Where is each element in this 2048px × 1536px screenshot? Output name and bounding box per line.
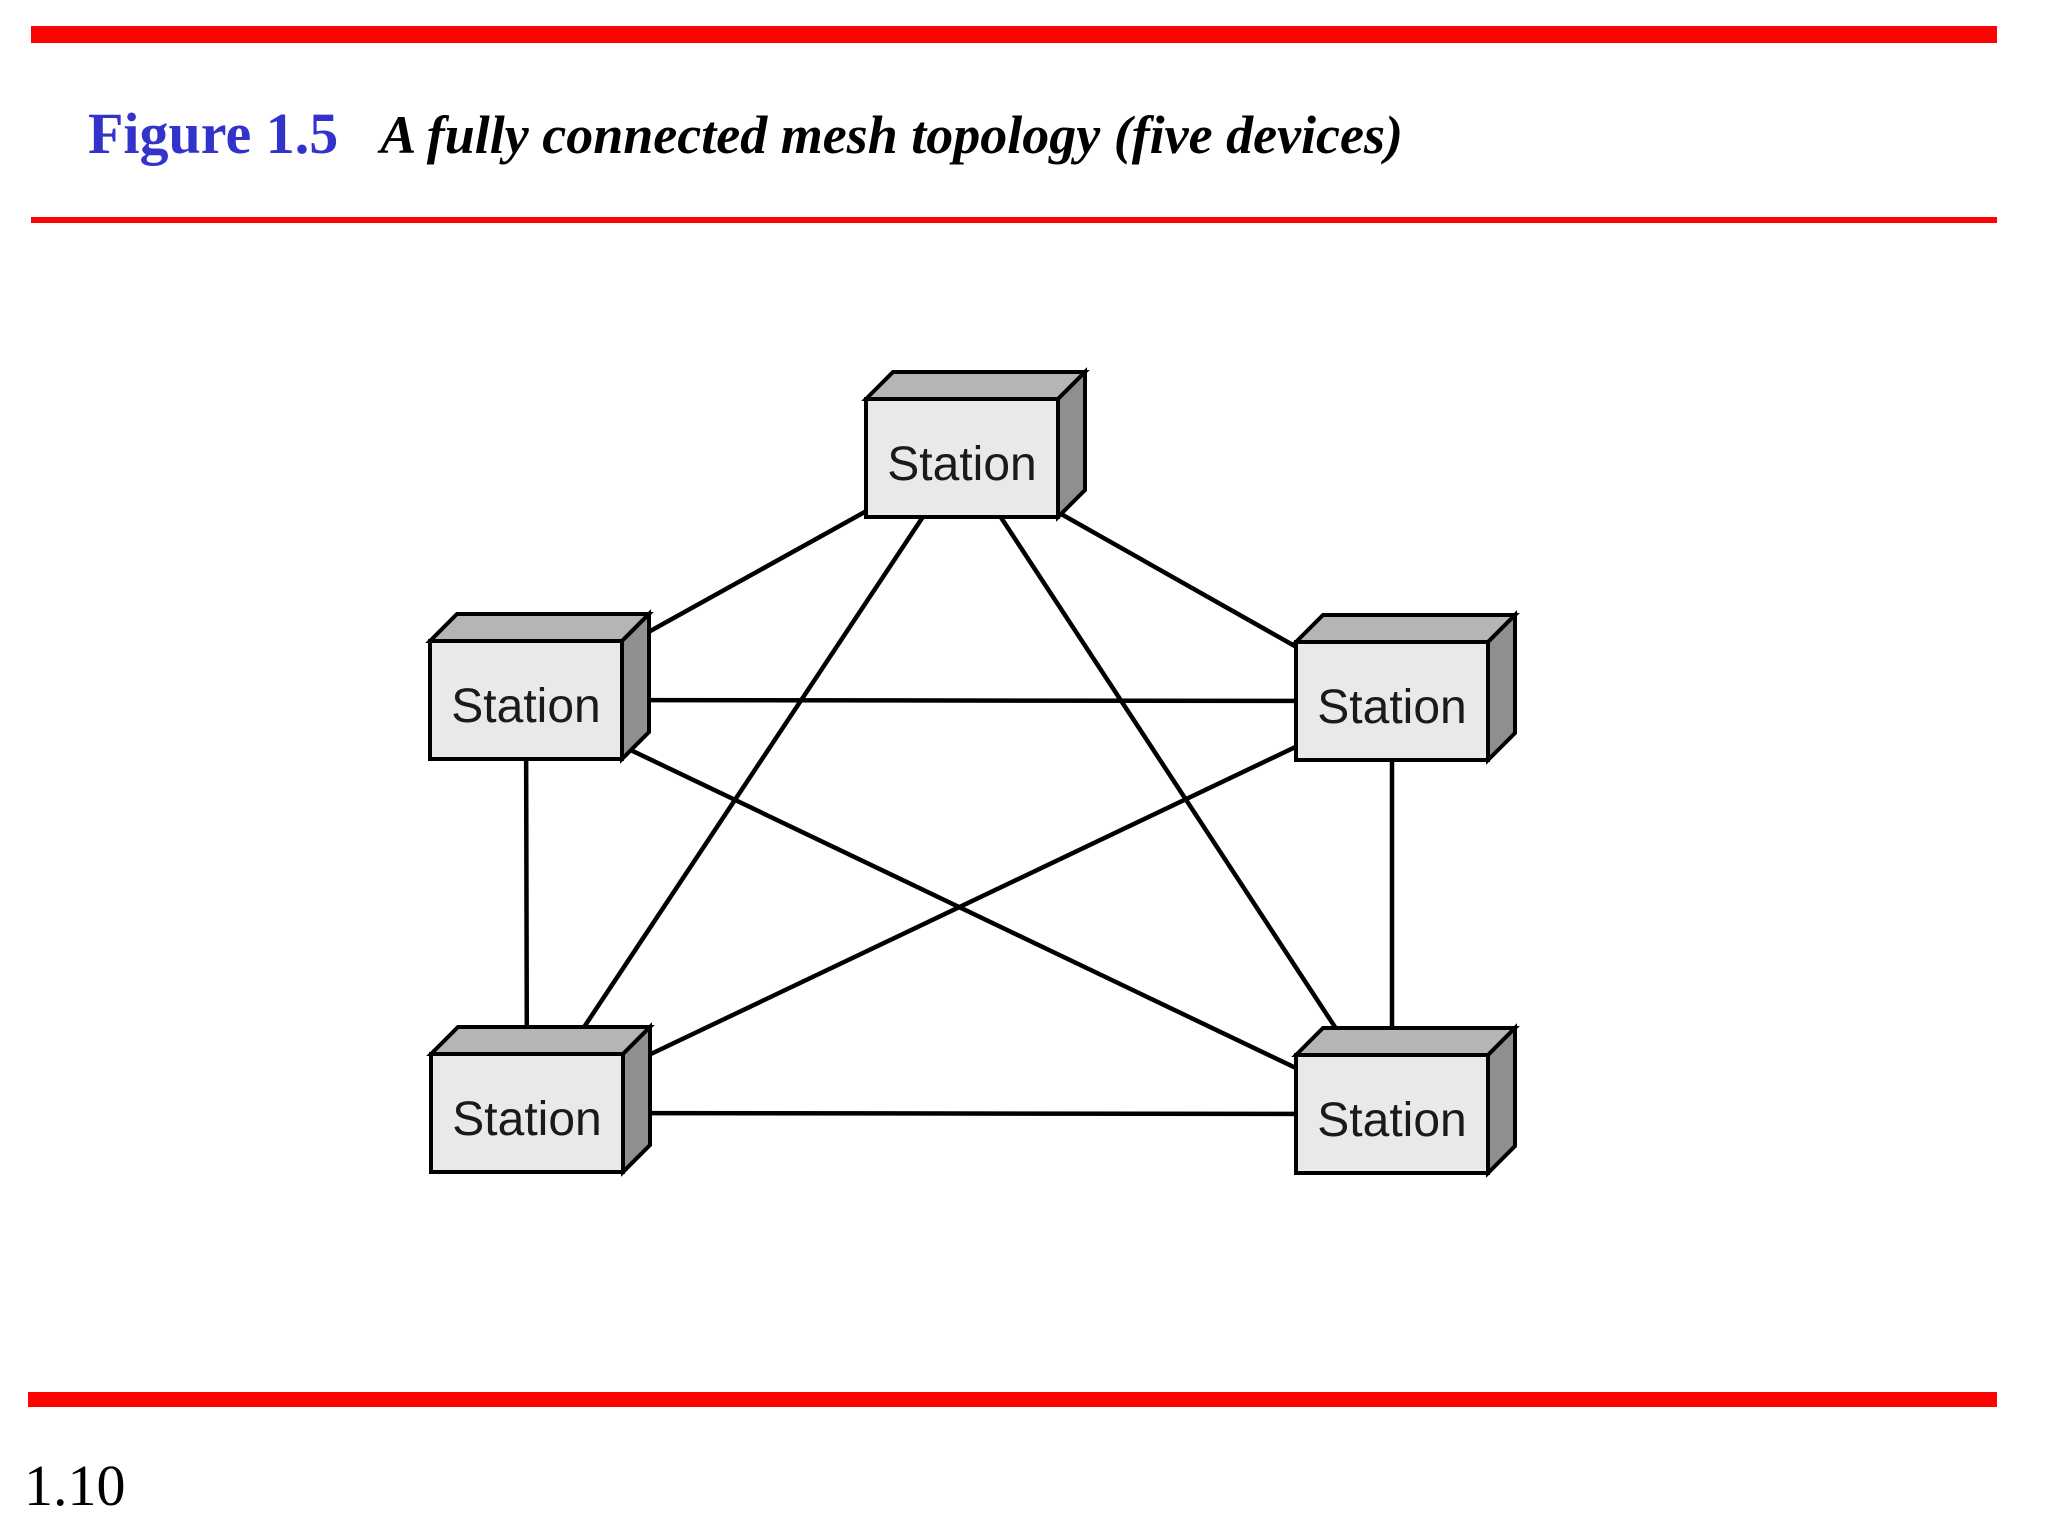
station-box-front-face [1294, 1053, 1490, 1175]
station-box-front-face [864, 397, 1060, 519]
link-line-top-bottom-left [525, 456, 964, 1115]
top-accent-bar [31, 26, 1997, 43]
station-box-front-face [428, 639, 624, 761]
station-mid-left: Station [425, 609, 654, 764]
station-label: Station [1317, 1094, 1466, 1147]
title-rule [31, 217, 1997, 223]
bottom-accent-bar [28, 1392, 1997, 1407]
station-bottom-left: Station [426, 1022, 655, 1177]
station-label: Station [451, 680, 600, 733]
station-label: Station [887, 438, 1036, 491]
station-box-side-face [1056, 367, 1087, 522]
station-box-front-face [1294, 640, 1490, 762]
figure-title: Figure 1.5 A fully connected mesh topolo… [88, 100, 1403, 167]
station-box-side-face [1486, 610, 1517, 765]
station-box-side-face [620, 609, 651, 764]
station-box-top-face [1291, 1026, 1520, 1057]
station-bottom-right: Station [1291, 1023, 1520, 1178]
station-box-top-face [425, 612, 654, 643]
station-label: Station [452, 1093, 601, 1146]
link-line-mid-left-mid-right [525, 697, 1393, 704]
station-box-top-face [861, 370, 1090, 401]
figure-caption: A fully connected mesh topology (five de… [380, 105, 1403, 165]
figure-label: Figure 1.5 [88, 101, 339, 166]
link-line-mid-right-bottom-left [526, 698, 1393, 1116]
station-box-side-face [1486, 1023, 1517, 1178]
link-line-bottom-left-bottom-right [526, 1110, 1393, 1117]
station-box-top-face [426, 1025, 655, 1056]
link-line-top-bottom-right [960, 456, 1394, 1116]
station-box-top-face [1291, 613, 1520, 644]
station-label: Station [1317, 681, 1466, 734]
station-mid-right: Station [1291, 610, 1520, 765]
page-number: 1.10 [24, 1453, 126, 1518]
station-top: Station [861, 367, 1090, 522]
station-box-front-face [429, 1052, 625, 1174]
station-box-side-face [621, 1022, 652, 1177]
